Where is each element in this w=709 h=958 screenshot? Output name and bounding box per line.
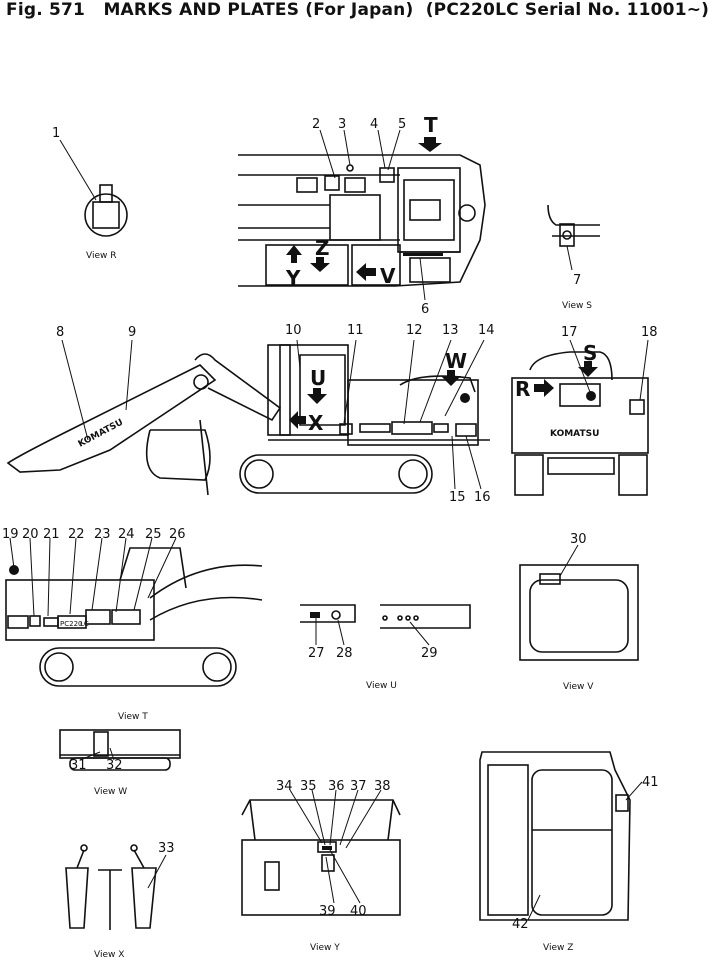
part-39: 39 bbox=[319, 904, 336, 919]
part-2: 2 bbox=[312, 117, 320, 132]
part-25: 25 bbox=[145, 527, 162, 542]
part-7: 7 bbox=[573, 273, 581, 288]
diagram-svg: KOMATSU KOMATSU bbox=[2, 113, 659, 958]
view-z-drawing bbox=[479, 751, 643, 921]
letter-z: Z bbox=[315, 236, 330, 260]
part-19: 19 bbox=[2, 527, 19, 542]
letter-u: U bbox=[310, 366, 326, 390]
view-captions: View R View S View T View U View V View … bbox=[86, 251, 594, 958]
caption-view-t: View T bbox=[118, 712, 148, 722]
view-u-drawing bbox=[300, 604, 471, 646]
part-42: 42 bbox=[512, 917, 529, 932]
part-15: 15 bbox=[449, 490, 466, 505]
figure-number: Fig. 571 bbox=[6, 0, 86, 20]
view-s-detail-drawing bbox=[547, 204, 600, 271]
letter-w: W bbox=[445, 349, 467, 373]
part-22: 22 bbox=[68, 527, 85, 542]
caption-view-r: View R bbox=[86, 251, 116, 261]
part-41: 41 bbox=[642, 775, 659, 790]
view-w-drawing bbox=[59, 729, 181, 771]
part-37: 37 bbox=[350, 779, 367, 794]
part-40: 40 bbox=[350, 904, 367, 919]
svg-text:PC220: PC220 bbox=[60, 620, 82, 628]
part-33: 33 bbox=[158, 841, 175, 856]
part-24: 24 bbox=[118, 527, 135, 542]
part-28: 28 bbox=[336, 646, 353, 661]
view-x-drawing bbox=[65, 844, 167, 930]
part-3: 3 bbox=[338, 117, 346, 132]
caption-view-y: View Y bbox=[310, 943, 340, 953]
part-34: 34 bbox=[276, 779, 293, 794]
part-14: 14 bbox=[478, 323, 495, 338]
part-38: 38 bbox=[374, 779, 391, 794]
part-26: 26 bbox=[169, 527, 186, 542]
view-y-drawing bbox=[241, 789, 401, 916]
part-29: 29 bbox=[421, 646, 438, 661]
figure-title: Fig. 571 MARKS AND PLATES (For Japan) (P… bbox=[6, 0, 709, 20]
caption-view-w: View W bbox=[94, 787, 127, 797]
view-t-drawing: PC220 LC bbox=[5, 537, 263, 687]
part-20: 20 bbox=[22, 527, 39, 542]
part-8: 8 bbox=[56, 325, 64, 340]
letter-t: T bbox=[424, 113, 438, 137]
part-18: 18 bbox=[641, 325, 658, 340]
part-12: 12 bbox=[406, 323, 423, 338]
part-23: 23 bbox=[94, 527, 111, 542]
caption-view-x: View X bbox=[94, 950, 124, 958]
part-27: 27 bbox=[308, 646, 325, 661]
top-view-drawing bbox=[238, 129, 486, 301]
side-view-excavator-drawing: KOMATSU bbox=[6, 339, 490, 496]
caption-view-u: View U bbox=[366, 681, 397, 691]
figure-model: (PC220LC Serial No. 11001~) bbox=[425, 0, 709, 20]
part-36: 36 bbox=[328, 779, 345, 794]
caption-view-z: View Z bbox=[543, 943, 573, 953]
letter-y: Y bbox=[285, 266, 301, 290]
part-5: 5 bbox=[398, 117, 406, 132]
part-17: 17 bbox=[561, 325, 578, 340]
caption-view-v: View V bbox=[563, 682, 594, 692]
part-30: 30 bbox=[570, 532, 587, 547]
part-16: 16 bbox=[474, 490, 491, 505]
part-9: 9 bbox=[128, 325, 136, 340]
svg-text:KOMATSU: KOMATSU bbox=[550, 429, 599, 439]
letter-r: R bbox=[515, 377, 530, 401]
letter-x: X bbox=[308, 411, 324, 435]
part-31: 31 bbox=[70, 758, 87, 773]
part-4: 4 bbox=[370, 117, 378, 132]
part-35: 35 bbox=[300, 779, 317, 794]
part-number-callouts: 1 2 3 4 5 6 7 8 9 10 11 12 13 14 15 16 1… bbox=[2, 117, 659, 932]
caption-view-s: View S bbox=[562, 301, 592, 311]
view-v-drawing bbox=[519, 544, 639, 661]
letter-v: V bbox=[380, 264, 396, 288]
view-r-drawing bbox=[59, 139, 128, 237]
figure-name: MARKS AND PLATES (For Japan) bbox=[103, 0, 414, 20]
part-21: 21 bbox=[43, 527, 60, 542]
part-32: 32 bbox=[106, 758, 123, 773]
part-11: 11 bbox=[347, 323, 364, 338]
rear-view-drawing: KOMATSU bbox=[511, 339, 649, 496]
part-10: 10 bbox=[285, 323, 302, 338]
svg-text:LC: LC bbox=[80, 620, 89, 628]
part-1: 1 bbox=[52, 126, 60, 141]
part-6: 6 bbox=[421, 302, 429, 317]
part-13: 13 bbox=[442, 323, 459, 338]
letter-s: S bbox=[583, 341, 597, 365]
